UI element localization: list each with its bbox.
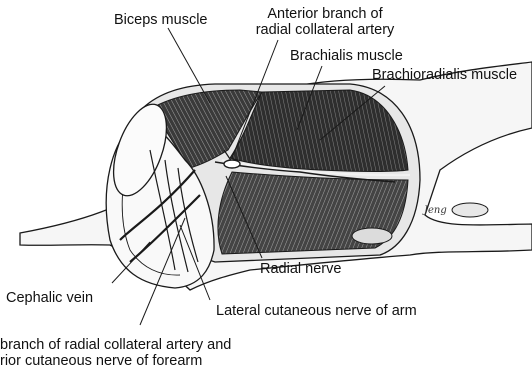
label-posterior-branch-line1: branch of radial collateral artery and <box>0 337 231 353</box>
label-anterior-branch-line1: Anterior branch of <box>240 6 410 22</box>
label-brachioradialis-muscle: Brachioradialis muscle <box>372 67 517 83</box>
label-posterior-branch: branch of radial collateral artery and r… <box>0 337 231 369</box>
label-anterior-branch-line2: radial collateral artery <box>240 22 410 38</box>
label-biceps-muscle: Biceps muscle <box>114 12 207 28</box>
artist-signature: Jeng <box>424 203 447 219</box>
label-cephalic-vein: Cephalic vein <box>6 290 93 306</box>
label-lateral-cutaneous-nerve: Lateral cutaneous nerve of arm <box>216 303 417 319</box>
label-brachialis-muscle: Brachialis muscle <box>290 48 403 64</box>
small-vessel <box>452 203 488 217</box>
label-anterior-branch: Anterior branch of radial collateral art… <box>240 6 410 38</box>
vessel-bundle <box>352 228 392 244</box>
label-posterior-branch-line2: rior cutaneous nerve of forearm <box>0 353 231 369</box>
label-radial-nerve: Radial nerve <box>260 261 341 277</box>
